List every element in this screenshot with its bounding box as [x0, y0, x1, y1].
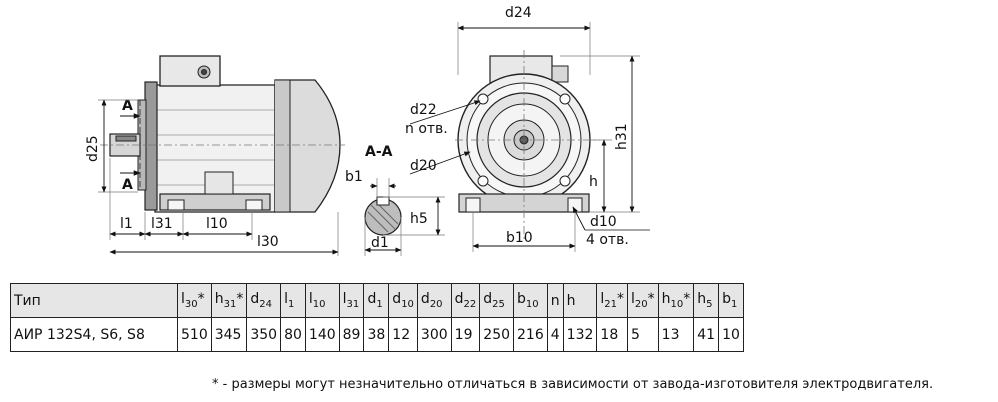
- dimension-value-cell: 18: [596, 317, 629, 352]
- dim-label-four-holes: 4 отв.: [586, 232, 629, 248]
- dim-label-l31: l31: [151, 216, 173, 232]
- dimension-value-cell: 216: [513, 317, 548, 352]
- column-header: d20: [416, 283, 452, 318]
- column-header: l20*: [627, 283, 659, 318]
- dim-label-l30: l30: [257, 234, 279, 250]
- column-header: l10: [304, 283, 340, 318]
- shaft-section: [364, 178, 445, 256]
- dim-label-h31: h31: [614, 123, 630, 150]
- column-header: d1: [363, 283, 390, 318]
- dim-label-h: h: [589, 174, 598, 190]
- dimension-value-cell: 38: [363, 317, 390, 352]
- dimension-value-cell: 41: [693, 317, 720, 352]
- column-header: l31: [338, 283, 365, 318]
- column-header: b10: [513, 283, 548, 318]
- dimension-value-cell: 250: [479, 317, 515, 352]
- dimension-value-cell: 5: [627, 317, 659, 352]
- column-header: d25: [479, 283, 515, 318]
- dimension-value-cell: 13: [657, 317, 695, 352]
- column-header: d10: [388, 283, 418, 318]
- footnote: * - размеры могут незначительно отличать…: [212, 377, 934, 392]
- dim-label-d10: d10: [590, 214, 617, 230]
- dimension-value-cell: 80: [280, 317, 306, 352]
- column-header: l30*: [177, 283, 212, 318]
- dimension-value-cell: 12: [388, 317, 418, 352]
- front-view-dimensions: [409, 22, 650, 252]
- front-view: [455, 50, 600, 240]
- dim-label-h5: h5: [410, 211, 428, 227]
- dimension-value-cell: 10: [718, 317, 744, 352]
- dimension-value-cell: 4: [546, 317, 564, 352]
- column-header: h5: [693, 283, 720, 318]
- dim-label-d25: d25: [85, 135, 101, 162]
- column-header: b1: [718, 283, 744, 318]
- motor-dimension-drawing: A A d25 l1 l31 l10 l30 A-A b1: [85, 5, 650, 256]
- dimension-value-cell: 350: [246, 317, 282, 352]
- dimension-value-cell: 132: [562, 317, 598, 352]
- dim-label-n-holes: n отв.: [405, 121, 448, 137]
- dim-label-b10: b10: [506, 230, 533, 246]
- section-title: A-A: [365, 144, 393, 160]
- column-header: l21*: [596, 283, 629, 318]
- column-header: l1: [280, 283, 306, 318]
- column-header: d22: [450, 283, 481, 318]
- column-header: h10*: [657, 283, 695, 318]
- dim-label-l1: l1: [120, 216, 133, 232]
- column-header: h: [562, 283, 598, 318]
- dim-label-d1: d1: [371, 235, 389, 251]
- dim-label-d22: d22: [410, 102, 437, 118]
- column-header: Тип: [10, 283, 178, 318]
- section-marker-bottom: A: [122, 177, 133, 193]
- side-view-dimensions: [98, 99, 339, 256]
- dim-label-b1: b1: [345, 169, 363, 185]
- dim-label-l10: l10: [206, 216, 228, 232]
- dimension-value-cell: 300: [416, 317, 452, 352]
- column-header: d24: [246, 283, 282, 318]
- side-view: [100, 55, 345, 213]
- column-header: n: [546, 283, 564, 318]
- dimension-value-cell: 345: [210, 317, 248, 352]
- dimension-value-cell: 510: [177, 317, 212, 352]
- dimension-value-cell: 89: [338, 317, 365, 352]
- column-header: h31*: [210, 283, 248, 318]
- section-marker-top: A: [122, 98, 133, 114]
- motor-type-cell: АИР 132S4, S6, S8: [10, 317, 178, 352]
- dimension-value-cell: 140: [304, 317, 340, 352]
- dim-label-d24: d24: [505, 5, 532, 21]
- dim-label-d20: d20: [410, 158, 437, 174]
- dimension-value-cell: 19: [450, 317, 481, 352]
